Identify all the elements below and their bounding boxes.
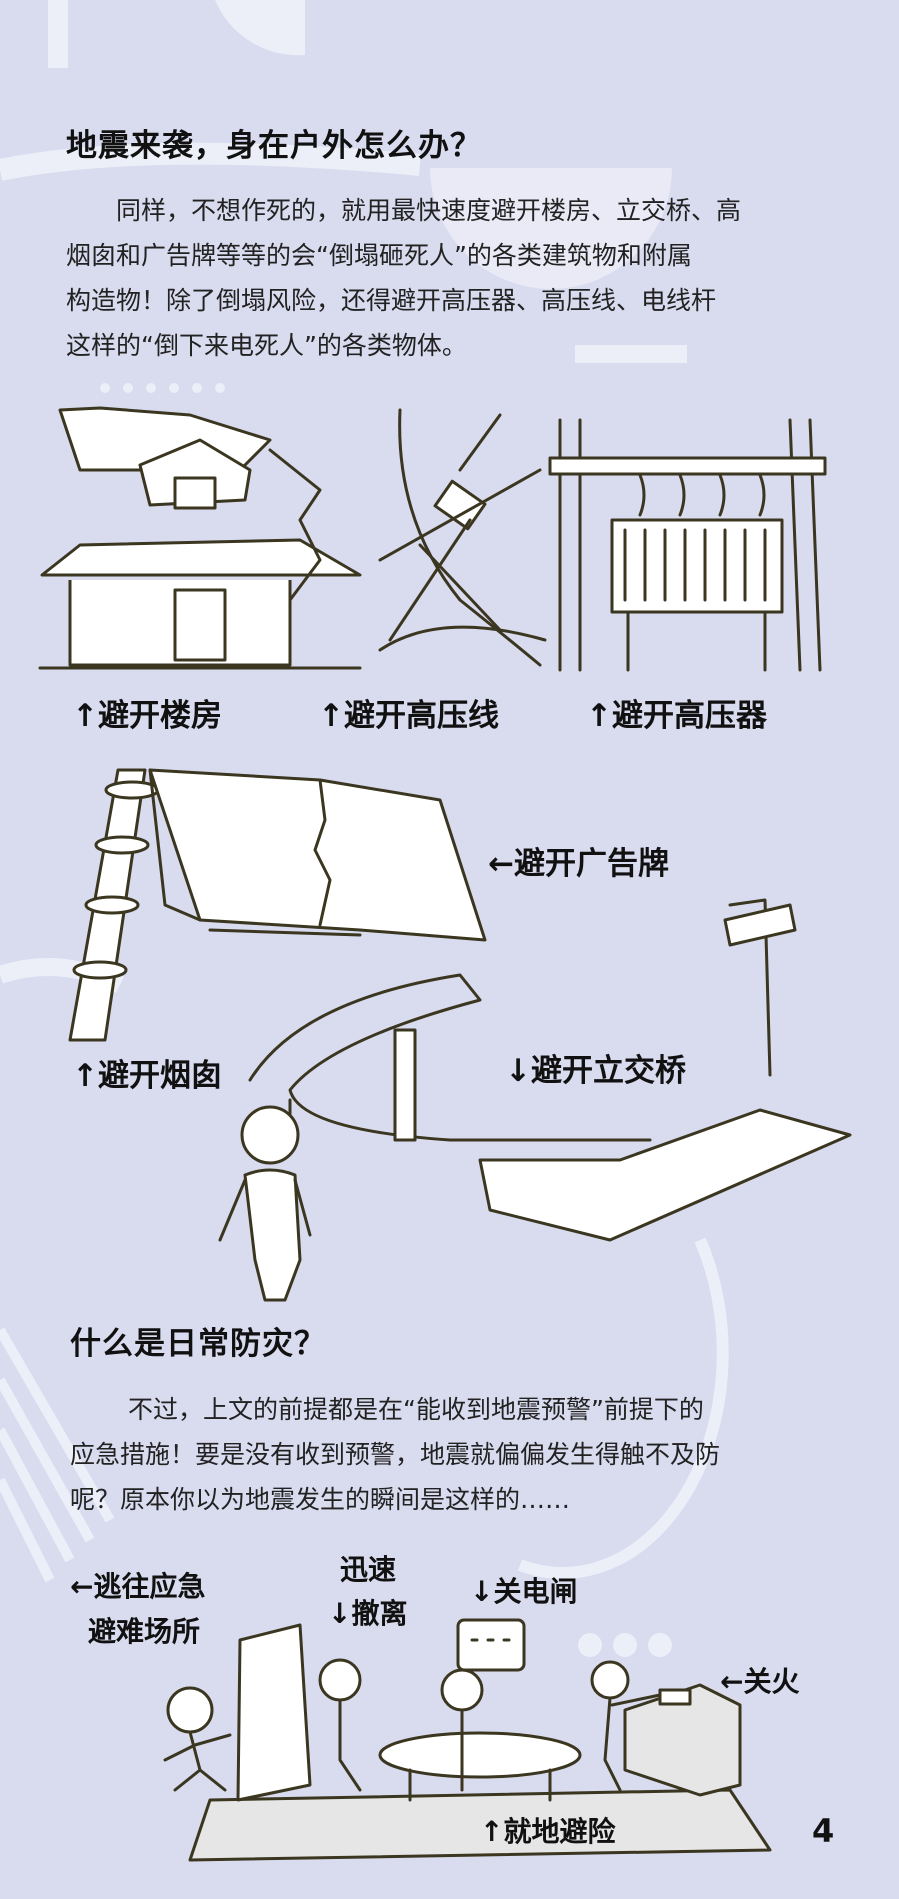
stove — [623, 1683, 742, 1797]
label-avoid-transformer: ↑避开高压器 — [586, 698, 767, 734]
body-line: 应急措施！要是没有收到预警，地震就偏偏发生得触不及防 — [70, 1440, 721, 1469]
body-line: 这样的“倒下来电死人”的各类物体。 — [66, 331, 467, 360]
section-heading-daily-prevention: 什么是日常防灾？ — [70, 1326, 326, 1362]
label-avoid-chimney: ↑避开烟囱 — [72, 1058, 222, 1094]
body-line: 同样，不想作死的，就用最快速度避开楼房、立交桥、高 — [116, 196, 742, 225]
outdoor-body-text: 同样，不想作死的，就用最快速度避开楼房、立交桥、高 烟囱和广告牌等等的会“倒塌砸… — [66, 188, 828, 368]
power-line-illustration — [378, 408, 547, 667]
label-avoid-power-line: ↑避开高压线 — [318, 698, 499, 734]
page-number: 4 — [812, 1812, 835, 1850]
label-avoid-overpass: ↓避开立交桥 — [505, 1053, 686, 1089]
label-shelter-in-place: ↑就地避险 — [480, 1815, 616, 1848]
label-escape-shelter-line2: 避难场所 — [88, 1615, 201, 1648]
body-line: 构造物！除了倒塌风险，还得避开高压器、高压线、电线杆 — [66, 286, 717, 315]
transformer-illustration — [548, 418, 827, 672]
label-avoid-billboard: ←避开广告牌 — [488, 846, 669, 882]
label-escape-shelter-line1: ←逃往应急 — [70, 1570, 206, 1603]
running-figure — [163, 1686, 232, 1792]
chimney-illustration — [68, 768, 160, 1042]
label-turn-off-fire: ←关火 — [720, 1665, 800, 1698]
collapsed-building-illustration — [38, 406, 362, 670]
body-line: 不过，上文的前提都是在“能收到地震预警”前提下的 — [128, 1395, 704, 1424]
daily-prevention-body-text: 不过，上文的前提都是在“能收到地震预警”前提下的 应急措施！要是没有收到预警，地… — [70, 1387, 828, 1522]
broken-billboard-illustration — [148, 768, 487, 942]
section-heading-outdoor: 地震来袭，身在户外怎么办？ — [66, 128, 482, 164]
label-switch-off-power: ↓关电闸 — [470, 1575, 578, 1608]
body-line: 呢？原本你以为地震发生的瞬间是这样的…… — [70, 1485, 571, 1514]
stick-figure-illustration — [218, 1105, 312, 1302]
label-evacuate-line1: 迅速 — [340, 1553, 397, 1586]
body-line: 烟囱和广告牌等等的会“倒塌砸死人”的各类建筑物和附属 — [66, 241, 692, 270]
label-evacuate-line2: ↓撤离 — [328, 1597, 408, 1630]
table-and-figures — [318, 1618, 662, 1802]
label-avoid-building: ↑避开楼房 — [72, 698, 222, 734]
